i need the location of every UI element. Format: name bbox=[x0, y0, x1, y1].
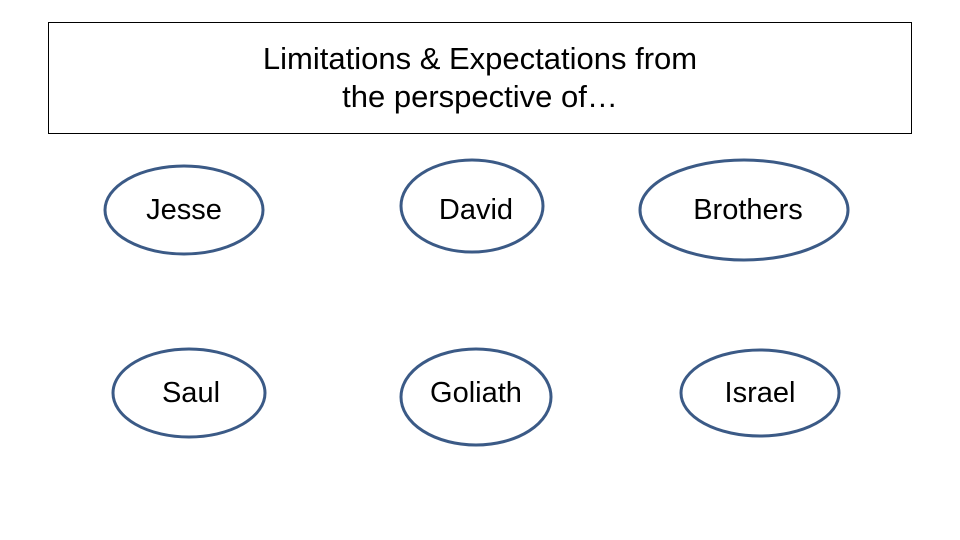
node-israel: Israel bbox=[679, 348, 841, 438]
node-israel-ellipse bbox=[679, 348, 841, 438]
node-saul-label: Saul bbox=[162, 377, 220, 409]
title-box: Limitations & Expectations from the pers… bbox=[48, 22, 912, 134]
node-david-ellipse bbox=[399, 158, 545, 254]
title-line-1: Limitations & Expectations from bbox=[262, 41, 698, 76]
node-brothers-label: Brothers bbox=[693, 194, 803, 226]
node-goliath-label: Goliath bbox=[430, 377, 522, 409]
node-jesse-label: Jesse bbox=[146, 194, 222, 226]
node-brothers: Brothers bbox=[638, 158, 850, 262]
node-saul-ellipse bbox=[111, 347, 267, 439]
node-jesse: Jesse bbox=[103, 164, 265, 256]
title-line-2: the perspective of… bbox=[342, 79, 618, 114]
node-brothers-ellipse bbox=[638, 158, 850, 262]
node-david: David bbox=[399, 158, 545, 254]
node-david-label: David bbox=[439, 194, 513, 226]
node-saul: Saul bbox=[111, 347, 267, 439]
node-goliath-ellipse bbox=[399, 347, 553, 447]
node-israel-label: Israel bbox=[725, 377, 796, 409]
node-goliath: Goliath bbox=[399, 347, 553, 447]
node-jesse-ellipse bbox=[103, 164, 265, 256]
